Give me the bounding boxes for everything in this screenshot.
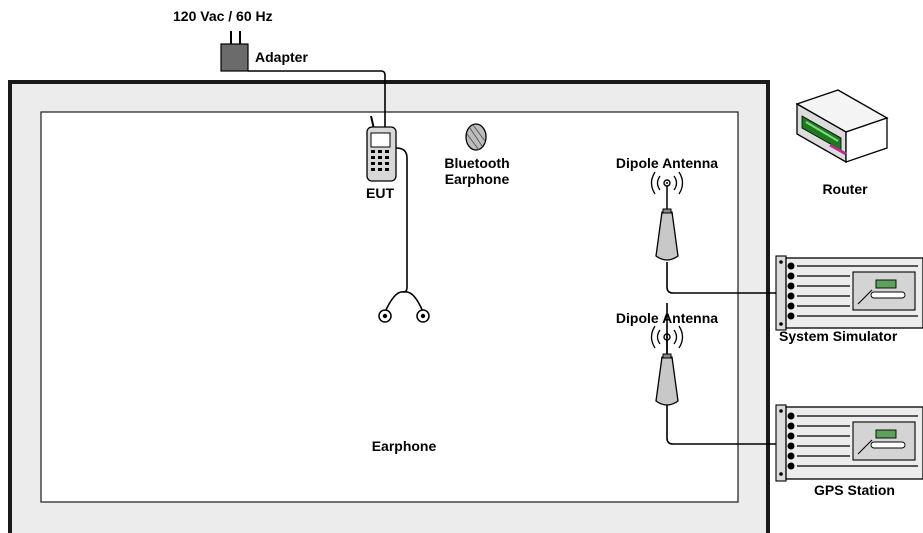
eut-label: EUT bbox=[366, 185, 394, 201]
bluetooth-label-line1: Bluetooth bbox=[444, 155, 510, 171]
dipole-antenna-icon bbox=[650, 171, 684, 261]
adapter-label: Adapter bbox=[255, 49, 308, 65]
bluetooth-label-line2: Earphone bbox=[444, 171, 510, 187]
gps-station-label: GPS Station bbox=[814, 482, 895, 498]
bluetooth-earphone-label: Bluetooth Earphone bbox=[432, 155, 522, 187]
antenna2-cable bbox=[666, 303, 786, 445]
system-simulator-icon bbox=[775, 255, 923, 331]
router-label: Router bbox=[822, 181, 868, 197]
earphone-label: Earphone bbox=[371, 438, 437, 454]
cables bbox=[248, 70, 786, 445]
eut-phone-icon bbox=[366, 115, 397, 182]
dipole-antenna-label: Dipole Antenna bbox=[615, 155, 719, 171]
bluetooth-earphone-icon bbox=[465, 123, 487, 151]
dipole-antenna-icon bbox=[650, 325, 684, 406]
system-simulator-label: System Simulator bbox=[779, 328, 898, 344]
power-supply-label: 120 Vac / 60 Hz bbox=[173, 8, 273, 24]
power-cable bbox=[248, 70, 386, 128]
gps-station-icon bbox=[775, 404, 923, 482]
adapter-icon bbox=[220, 31, 249, 72]
earphone-icon bbox=[378, 309, 430, 323]
dipole-antenna-label: Dipole Antenna bbox=[615, 310, 719, 326]
earphone-split bbox=[384, 291, 424, 313]
router-icon bbox=[795, 89, 889, 164]
antenna1-cable bbox=[666, 262, 786, 294]
